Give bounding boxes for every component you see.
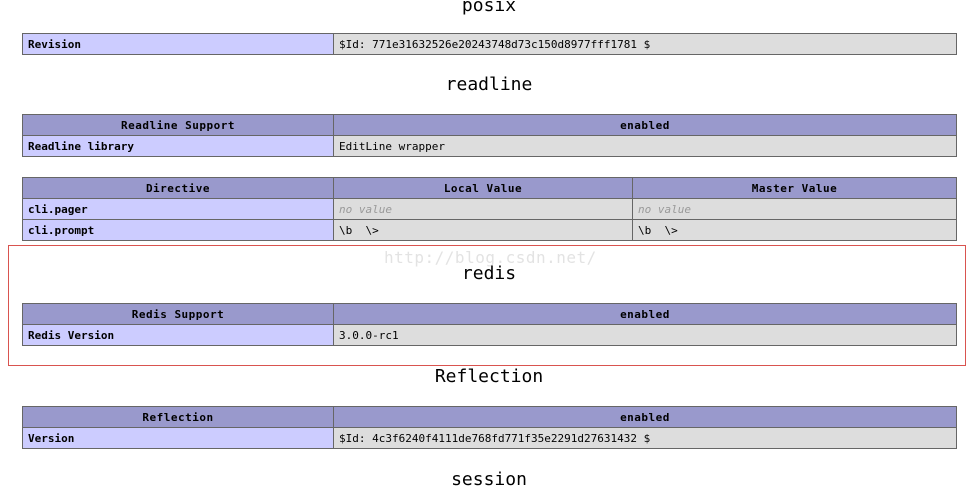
watermark: http://blog.csdn.net/ [384, 248, 597, 267]
section-title-reflection: Reflection [434, 366, 544, 387]
table-row: Version $Id: 4c3f6240f4111de768fd771f35e… [22, 427, 957, 449]
row-key: Redis Version [22, 324, 334, 346]
no-value-text: no value [339, 202, 392, 216]
posix-table: Revision $Id: 771e31632526e20243748d73c1… [22, 33, 957, 55]
row-local-value: no value [333, 198, 633, 220]
readline-support-table: Readline Support enabled Readline librar… [22, 114, 957, 157]
header-cell: Redis Support [22, 303, 334, 325]
header-cell: Readline Support [22, 114, 334, 136]
readline-directive-table: Directive Local Value Master Value cli.p… [22, 177, 957, 241]
row-key: Version [22, 427, 334, 449]
header-cell: enabled [333, 406, 957, 428]
no-value-text: no value [638, 202, 691, 216]
table-row: Revision $Id: 771e31632526e20243748d73c1… [22, 33, 957, 55]
row-key: Readline library [22, 135, 334, 157]
section-title-redis: redis [461, 263, 517, 284]
table-header-row: Reflection enabled [22, 406, 957, 428]
row-value: 3.0.0-rc1 [333, 324, 957, 346]
row-value: $Id: 771e31632526e20243748d73c150d8977ff… [333, 33, 957, 55]
row-key: cli.pager [22, 198, 334, 220]
table-header-row: Directive Local Value Master Value [22, 177, 957, 199]
highlight-box [8, 245, 966, 366]
header-cell: Local Value [333, 177, 633, 199]
table-header-row: Redis Support enabled [22, 303, 957, 325]
header-cell: Reflection [22, 406, 334, 428]
table-row: cli.prompt \b \> \b \> [22, 219, 957, 241]
row-key: Revision [22, 33, 334, 55]
section-title-readline: readline [445, 74, 533, 95]
section-title-posix: posix [461, 0, 517, 16]
header-cell: Directive [22, 177, 334, 199]
header-cell: enabled [333, 303, 957, 325]
reflection-table: Reflection enabled Version $Id: 4c3f6240… [22, 406, 957, 449]
section-title-session: session [451, 469, 527, 490]
row-value: $Id: 4c3f6240f4111de768fd771f35e2291d276… [333, 427, 957, 449]
header-cell: Master Value [632, 177, 957, 199]
row-master-value: \b \> [632, 219, 957, 241]
table-row: cli.pager no value no value [22, 198, 957, 220]
row-value: EditLine wrapper [333, 135, 957, 157]
row-local-value: \b \> [333, 219, 633, 241]
table-row: Redis Version 3.0.0-rc1 [22, 324, 957, 346]
table-row: Readline library EditLine wrapper [22, 135, 957, 157]
header-cell: enabled [333, 114, 957, 136]
redis-table: Redis Support enabled Redis Version 3.0.… [22, 303, 957, 346]
row-master-value: no value [632, 198, 957, 220]
table-header-row: Readline Support enabled [22, 114, 957, 136]
row-key: cli.prompt [22, 219, 334, 241]
